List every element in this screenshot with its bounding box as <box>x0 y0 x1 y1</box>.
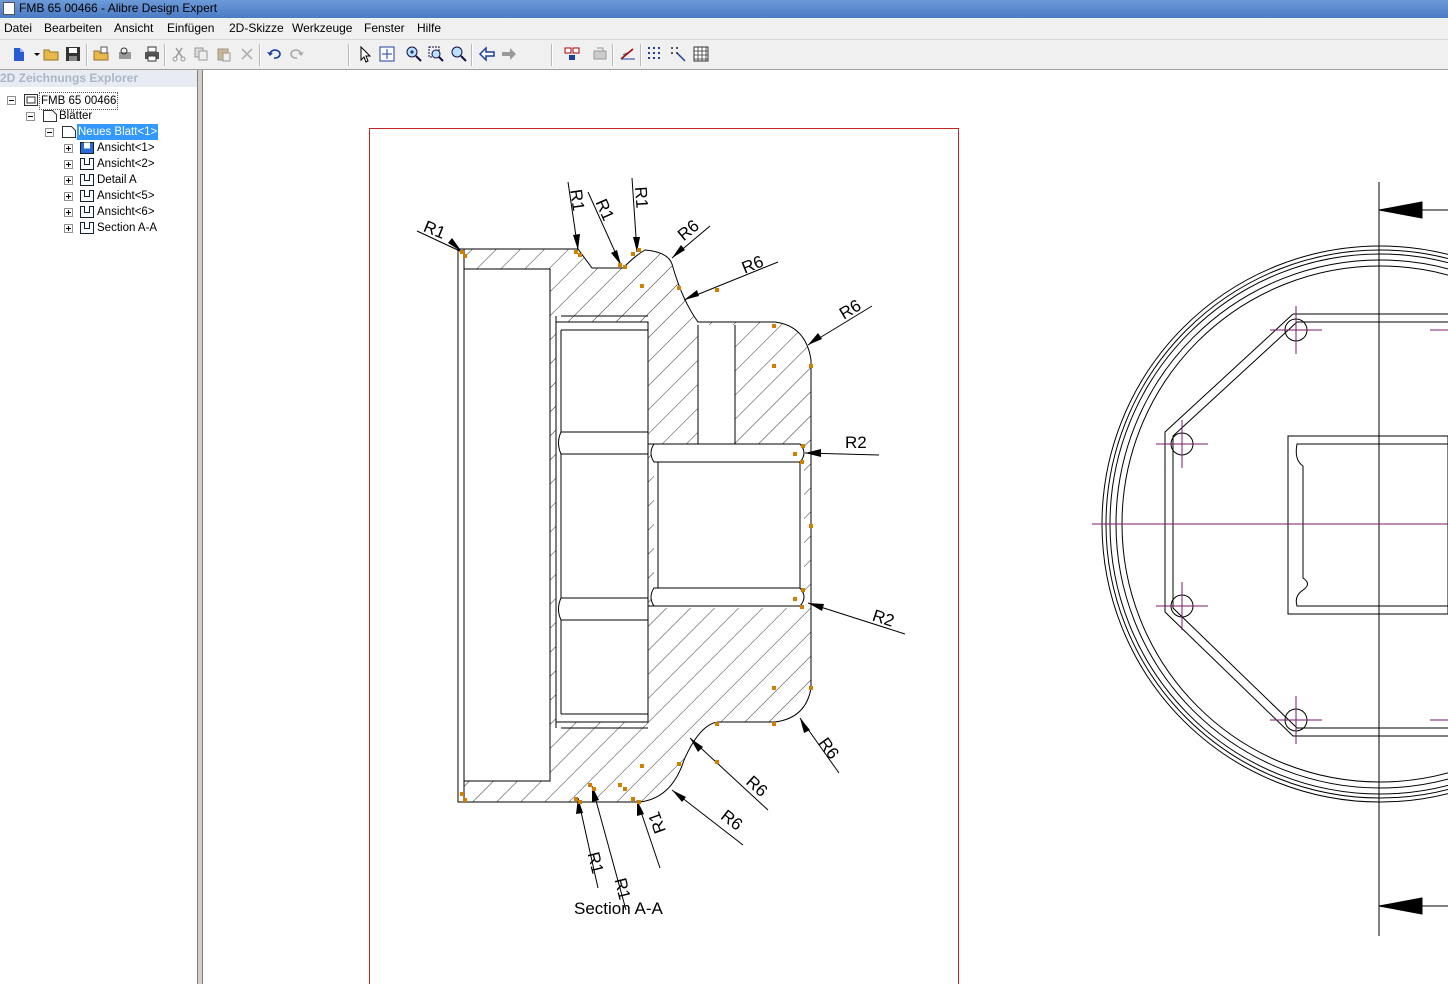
select-window-icon[interactable] <box>378 45 396 63</box>
sheet-icon <box>62 126 76 138</box>
sheet-border <box>369 128 959 984</box>
collapse-icon[interactable] <box>7 96 16 105</box>
menu-2d-skizze[interactable]: 2D-Skizze <box>229 21 284 35</box>
tree-sheets-label: Blätter <box>59 110 93 122</box>
expand-icon[interactable] <box>64 224 73 233</box>
paste-icon[interactable] <box>215 45 233 63</box>
menu-einfuegen[interactable]: Einfügen <box>167 21 215 35</box>
front-view <box>1101 182 1448 936</box>
back-icon[interactable] <box>478 45 496 63</box>
menu-bar: Datei Bearbeiten Ansicht Einfügen 2D-Ski… <box>0 18 1448 40</box>
tree-sheet[interactable]: Neues Blatt<1> <box>0 124 197 140</box>
section-part <box>457 248 812 803</box>
tree-sheets[interactable]: Blätter <box>0 108 197 124</box>
print-preview-icon[interactable] <box>116 45 134 63</box>
tree-view-label: Ansicht<6> <box>97 206 155 218</box>
panel-splitter[interactable] <box>197 70 203 984</box>
undo-icon[interactable] <box>265 45 283 63</box>
view-icon <box>80 206 94 218</box>
open-icon[interactable] <box>92 45 110 63</box>
tree-view-item[interactable]: Ansicht<1> <box>0 140 197 156</box>
expand-icon[interactable] <box>64 208 73 217</box>
menu-datei[interactable]: Datei <box>4 21 33 35</box>
hide-icon[interactable] <box>591 45 609 63</box>
view-icon <box>80 174 94 186</box>
copy-icon[interactable] <box>192 45 210 63</box>
dimension-r2[interactable]: R2 <box>845 433 867 452</box>
tree-root-label: FMB 65 00466 <box>39 92 119 110</box>
expand-icon[interactable] <box>64 176 73 185</box>
zoom-in-icon[interactable] <box>405 45 423 63</box>
tree-view-item[interactable]: Ansicht<5> <box>0 188 197 204</box>
zoom-window-icon[interactable] <box>427 45 445 63</box>
drawing-sheet[interactable] <box>203 70 1448 984</box>
window-title: FMB 65 00466 - Alibre Design Expert <box>19 1 218 15</box>
tree-view-label: Ansicht<2> <box>97 158 155 170</box>
redo-icon[interactable] <box>288 45 306 63</box>
view-icon <box>80 158 94 170</box>
expand-icon[interactable] <box>64 144 73 153</box>
tree-sheet-label: Neues Blatt<1> <box>77 124 159 140</box>
explorer-title: 2D Zeichnungs Explorer <box>0 70 197 87</box>
tree-view-item[interactable]: Detail A <box>0 172 197 188</box>
measure-icon[interactable] <box>619 45 637 63</box>
grid-icon[interactable] <box>646 45 664 63</box>
expand-icon[interactable] <box>64 160 73 169</box>
menu-ansicht[interactable]: Ansicht <box>114 21 154 35</box>
tree-view-item[interactable]: Section A-A <box>0 220 197 236</box>
dimension-r1[interactable]: R1 <box>566 188 589 213</box>
tree-view-label: Section A-A <box>97 222 158 234</box>
forward-icon[interactable] <box>500 45 518 63</box>
select-arrow-icon[interactable] <box>356 45 374 63</box>
menu-fenster[interactable]: Fenster <box>364 21 405 35</box>
tree-view-label: Detail A <box>97 174 137 186</box>
tree-view-item[interactable]: Ansicht<2> <box>0 156 197 172</box>
print-icon[interactable] <box>143 45 161 63</box>
drawing-explorer-panel: 2D Zeichnungs Explorer FMB 65 00466 Blät… <box>0 70 198 984</box>
sheets-icon <box>43 110 57 122</box>
menu-werkzeuge[interactable]: Werkzeuge <box>292 21 353 35</box>
tree-view-label: Ansicht<5> <box>97 190 155 202</box>
center-lines <box>1092 306 1448 744</box>
tree-view-item[interactable]: Ansicht<6> <box>0 204 197 220</box>
view-icon <box>80 222 94 234</box>
tree-root[interactable]: FMB 65 00466 <box>0 92 197 110</box>
section-label: Section A-A <box>574 899 663 918</box>
tree-view-label: Ansicht<1> <box>97 142 155 154</box>
toolbar <box>0 40 1448 70</box>
drawing-canvas[interactable]: R1 R1 R1 R1 R6 R6 R6 R2 R2 R6 R6 R6 R1 R… <box>203 70 1448 984</box>
expand-icon[interactable] <box>64 192 73 201</box>
menu-hilfe[interactable]: Hilfe <box>417 21 442 35</box>
view-icon <box>80 190 94 202</box>
open-folder-icon[interactable] <box>42 45 60 63</box>
document-icon <box>3 2 15 15</box>
dimension-r1[interactable]: R1 <box>631 186 652 210</box>
new-icon[interactable] <box>10 45 28 63</box>
collapse-icon[interactable] <box>45 128 54 137</box>
zoom-fit-icon[interactable] <box>450 45 468 63</box>
sketch-points <box>460 248 813 804</box>
menu-bearbeiten[interactable]: Bearbeiten <box>44 21 103 35</box>
view-icon <box>80 142 94 154</box>
drawing-file-icon <box>24 94 38 106</box>
table-grid-icon[interactable] <box>692 45 710 63</box>
collapse-icon[interactable] <box>26 112 35 121</box>
views-icon[interactable] <box>563 45 581 63</box>
chevron-down-icon[interactable] <box>28 45 40 63</box>
title-bar: FMB 65 00466 - Alibre Design Expert <box>0 0 1448 18</box>
snap-grid-icon[interactable] <box>669 45 687 63</box>
cut-icon[interactable] <box>170 45 188 63</box>
delete-icon[interactable] <box>238 45 256 63</box>
save-icon[interactable] <box>64 45 82 63</box>
